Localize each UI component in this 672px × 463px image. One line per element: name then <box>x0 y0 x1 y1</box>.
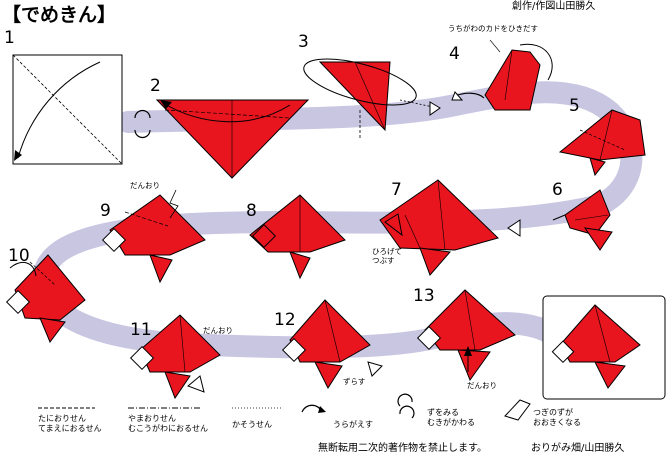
credit-text: 創作/作図山田勝久 <box>512 1 596 12</box>
finished-model <box>542 295 666 400</box>
step-13-figure <box>416 289 516 382</box>
diagram-title: 【でめきん】 <box>2 4 117 26</box>
note-open-squash: ひろげて つぶす <box>372 247 402 265</box>
step-7-figure <box>379 179 499 276</box>
note-danori-11: だんおり <box>203 326 233 335</box>
step-number-4: 4 <box>449 44 460 64</box>
note-zurasu: ずらす <box>343 377 366 386</box>
step-number-3: 3 <box>298 32 309 52</box>
legend-mountain: やまおりせん むこうがわにおるせん <box>128 414 208 433</box>
legend-crease: かそうせん <box>232 420 272 429</box>
step-3-figure <box>303 58 441 140</box>
step-11-figure <box>129 314 221 400</box>
step-number-7: 7 <box>391 180 402 200</box>
step-number-6: 6 <box>552 180 563 200</box>
step-2-figure <box>155 99 310 179</box>
step-4-figure <box>451 39 553 111</box>
legend-valley: たにおりせん てまえにおるせん <box>38 414 102 433</box>
note-danori-9: だんおり <box>130 181 160 190</box>
legend-rotate: ずをみる むきがかわる <box>427 408 475 427</box>
legend-enlarge: つぎのずが おおきくなる <box>533 408 581 427</box>
rotate-icon <box>134 109 151 139</box>
step-number-5: 5 <box>569 96 580 116</box>
step-9-figure <box>101 189 206 284</box>
step-8-figure <box>249 194 346 280</box>
step-10-figure <box>5 254 86 343</box>
note-corner: うちがわのカドをひきだす <box>448 24 538 33</box>
legend-turn-over: うらがえす <box>333 420 373 429</box>
step-number-2: 2 <box>150 76 161 96</box>
step-5-figure <box>558 109 646 177</box>
step-number-12: 12 <box>274 310 296 330</box>
step-number-10: 10 <box>8 246 30 266</box>
legend-lines <box>38 393 531 421</box>
step-6-figure <box>507 189 613 251</box>
footer-copyright: 無断転用二次的著作物を禁止します。 <box>318 443 487 454</box>
step-number-1: 1 <box>4 28 15 48</box>
note-danori-13: だんおり <box>467 381 497 390</box>
step-1-figure <box>12 54 123 165</box>
step-number-9: 9 <box>100 201 111 221</box>
step-number-8: 8 <box>246 201 257 221</box>
step-number-11: 11 <box>130 320 152 340</box>
step-12-figure <box>281 299 383 390</box>
step-number-13: 13 <box>413 286 435 306</box>
footer-site: おりがみ畑/山田勝久 <box>531 443 625 454</box>
